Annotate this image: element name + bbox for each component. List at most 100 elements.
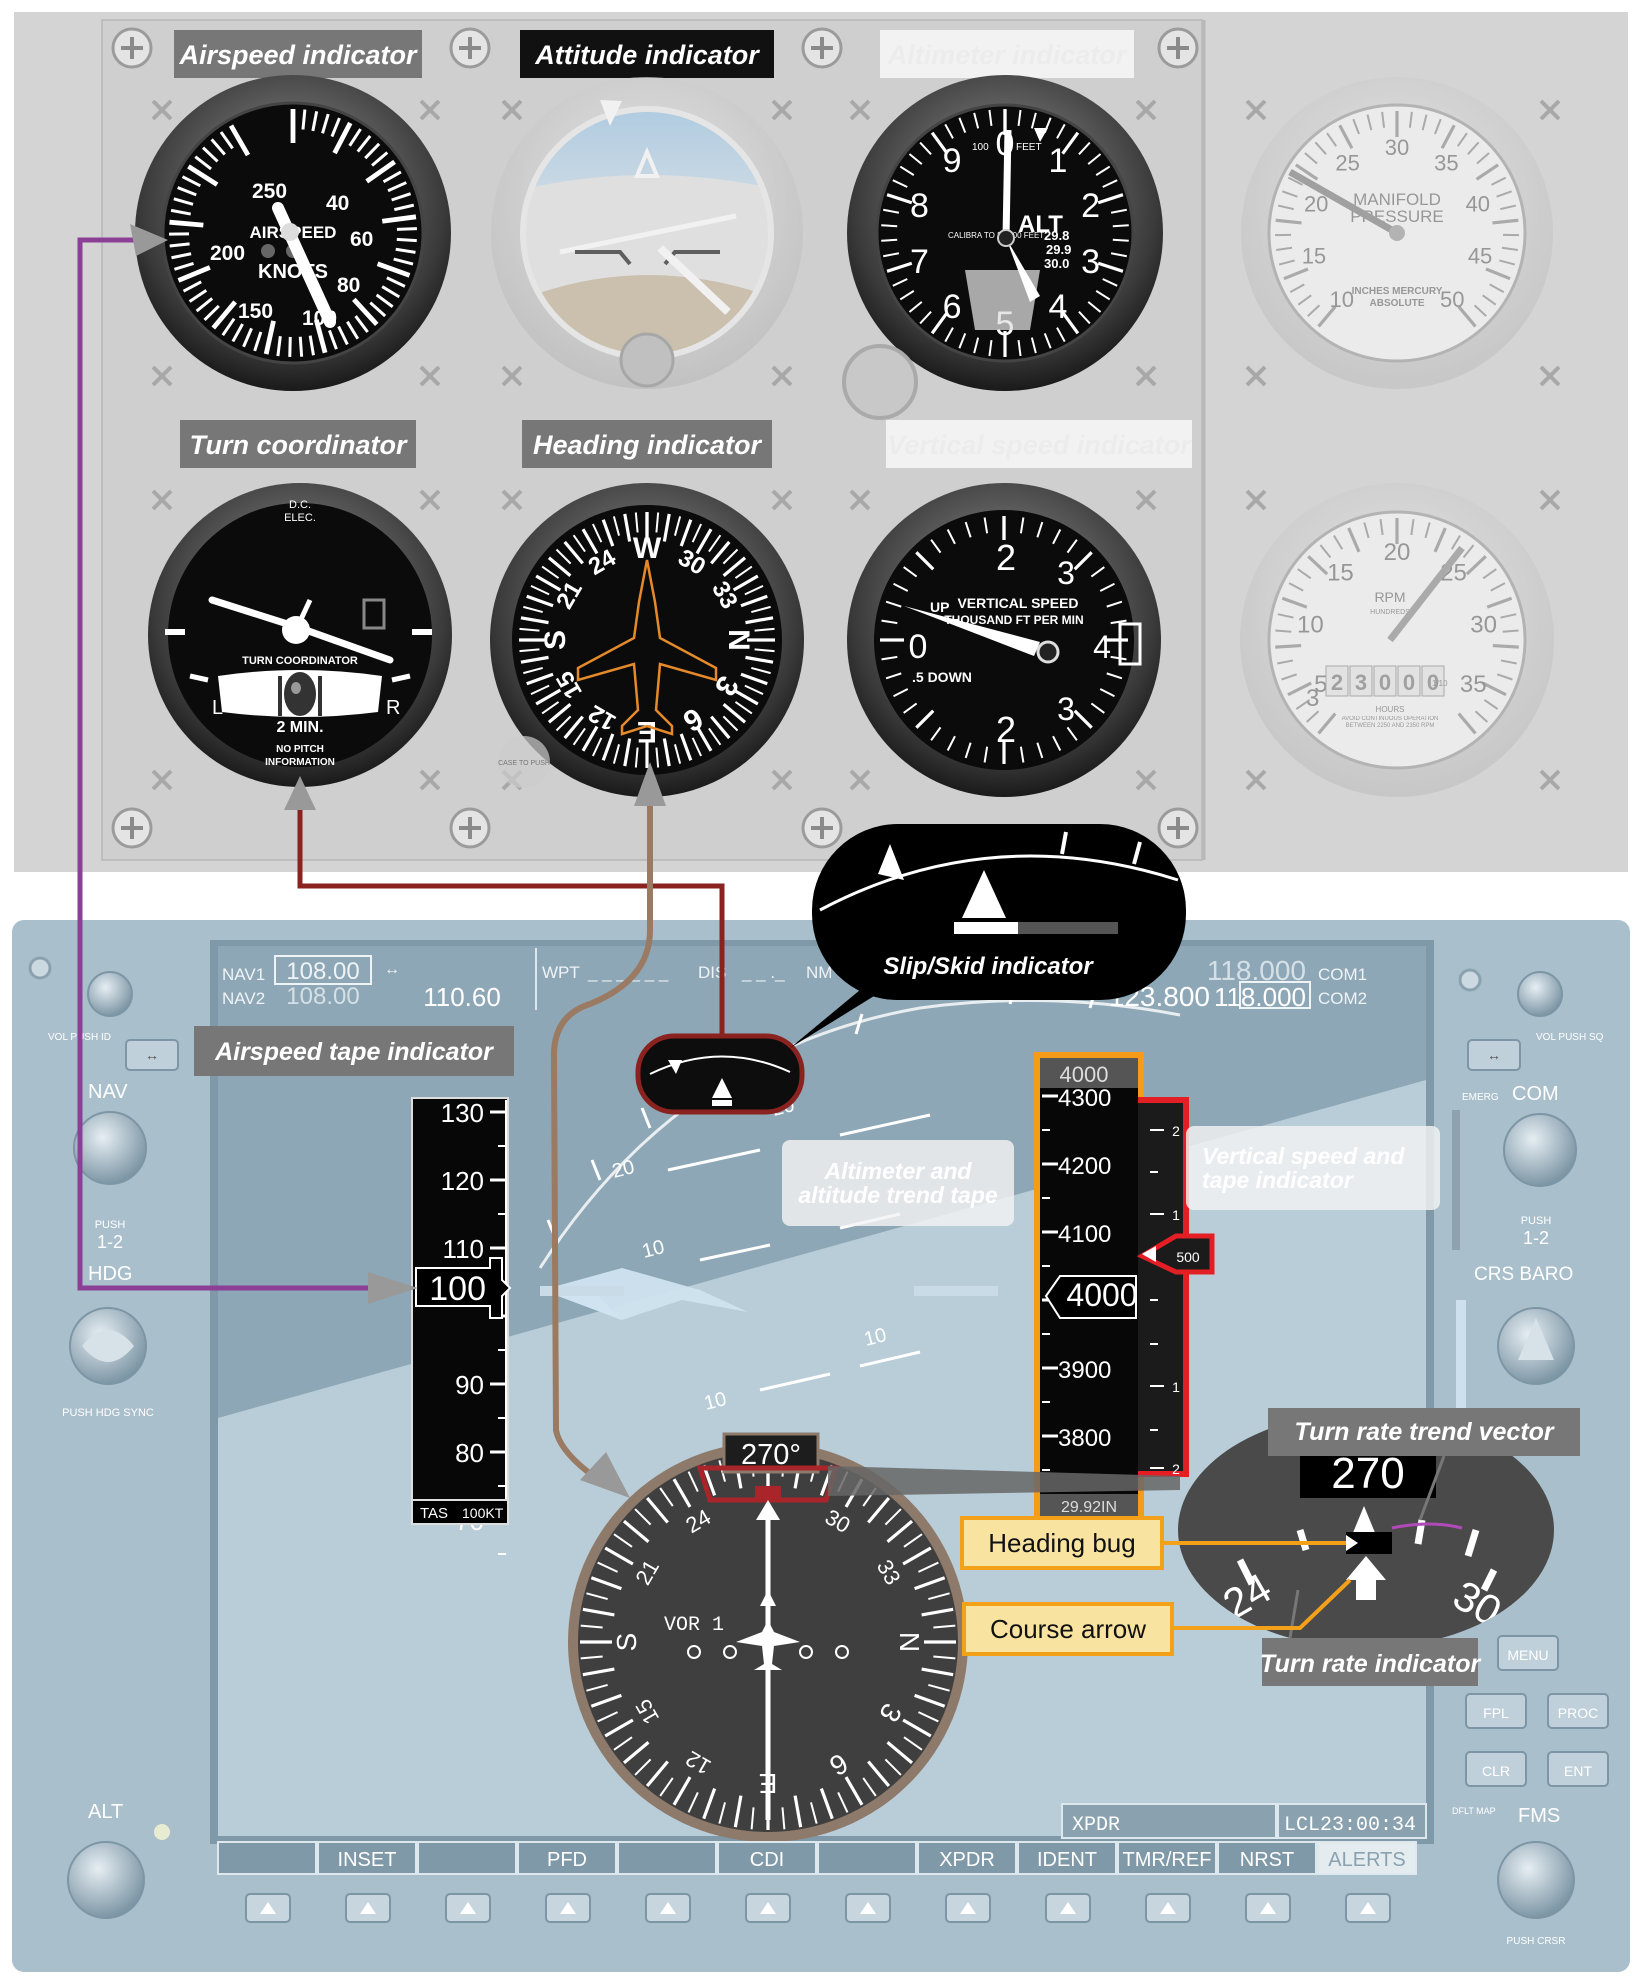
- altimeter-calibra: CALIBRA TO 20,000 FEET: [948, 231, 1044, 240]
- tc-dc: D.C.: [289, 499, 311, 511]
- vsi-2-up: 2: [996, 537, 1016, 578]
- push-hdg-sync: PUSH HDG SYNC: [62, 1407, 154, 1419]
- zoom-heading: 270: [1331, 1449, 1404, 1498]
- nav2-standby: 110.60: [423, 982, 501, 1012]
- asi-tick-40: 40: [326, 192, 349, 215]
- mp-number: 25: [1335, 151, 1359, 176]
- vol-knob-left[interactable]: [88, 972, 132, 1016]
- rpm-counter-digit: 3: [1355, 670, 1367, 695]
- turn-rate-trend-label: Turn rate trend vector: [1294, 1418, 1555, 1446]
- altitude-tape-value: 3900: [1058, 1357, 1111, 1384]
- tc-title: TURN COORDINATOR: [242, 655, 358, 667]
- alt-baro: 29.92IN: [1061, 1499, 1117, 1516]
- tick: [397, 239, 417, 240]
- mp-number: 15: [1302, 243, 1326, 268]
- nav1-label: NAV1: [222, 965, 265, 984]
- com2-active[interactable]: 118.000: [1214, 982, 1306, 1012]
- altimeter-feet: FEET: [1016, 142, 1042, 153]
- mp-units: INCHES MERCURY: [1352, 286, 1443, 297]
- altimeter-knob[interactable]: [844, 346, 916, 418]
- com-swap-arrow: ↔: [1487, 1047, 1501, 1063]
- nav-knob[interactable]: [74, 1112, 146, 1184]
- softkey-label-blank: [218, 1842, 316, 1874]
- tc-elec: ELEC.: [284, 512, 316, 524]
- alt-knob[interactable]: [68, 1842, 144, 1918]
- kollsman-298: 29.8: [1044, 228, 1069, 243]
- tick: [881, 225, 897, 226]
- altimeter-digit: 3: [1081, 243, 1100, 281]
- alt-label: ALT: [88, 1801, 123, 1823]
- softkey-label-blank: [818, 1842, 916, 1874]
- softkey-label-blank: [618, 1842, 716, 1874]
- rpm-number: 30: [1470, 612, 1497, 639]
- altimeter-hundred: 100: [972, 142, 989, 153]
- wpt-label: WPT: [542, 963, 580, 982]
- vol-push-sq: VOL PUSH SQ: [1536, 1032, 1604, 1043]
- tick: [290, 337, 291, 357]
- asi-knots-text: KNOTS: [258, 261, 328, 283]
- altimeter-digit: 4: [1048, 288, 1067, 326]
- rpm-counter-digit: 0: [1403, 670, 1415, 695]
- softkey-text: CDI: [750, 1849, 784, 1871]
- altitude-tape-value: 3800: [1058, 1425, 1111, 1452]
- mp-number: 50: [1440, 287, 1464, 312]
- softkey-text: NRST: [1240, 1849, 1294, 1871]
- tc-information: INFORMATION: [265, 757, 335, 768]
- turn-coordinator: D.C. ELEC. TURN COORDINATOR L R 2 MIN. N…: [148, 483, 452, 787]
- altimeter-digit: 7: [910, 243, 929, 281]
- softkey-text: XPDR: [939, 1849, 995, 1871]
- mp-number: 40: [1466, 192, 1490, 217]
- push-crsr: PUSH CRSR: [1507, 1936, 1566, 1947]
- heading-bug-label: Heading bug: [988, 1528, 1135, 1558]
- asi-tick-60: 60: [350, 228, 373, 251]
- tick: [170, 244, 190, 246]
- nav2-label: NAV2: [222, 989, 265, 1008]
- proc-label: PROC: [1558, 1705, 1598, 1721]
- tc-r: R: [386, 697, 400, 719]
- airspeed-indicator-label: Airspeed indicator: [178, 40, 418, 70]
- altimeter-digit: 1: [1048, 142, 1067, 180]
- fms-knob[interactable]: [1498, 1842, 1574, 1918]
- rpm-hundreds: HUNDREDS: [1370, 609, 1410, 616]
- mp-number: 10: [1329, 287, 1353, 312]
- airspeed-tape-value: 110: [443, 1234, 484, 1264]
- airspeed-tape-value: 120: [441, 1166, 484, 1196]
- com1-label: COM1: [1318, 965, 1367, 984]
- vsi-readout: 500: [1176, 1249, 1200, 1265]
- altitude-tape-value: 4300: [1058, 1085, 1111, 1112]
- rpm-counter-digit: 2: [1331, 670, 1343, 695]
- tas-value: 100KT: [462, 1505, 504, 1521]
- altimeter-trend-label: Altimeter and altitude trend tape: [782, 1140, 1014, 1226]
- rpm-counter-digit: 0: [1379, 670, 1391, 695]
- rpm-number: 10: [1297, 612, 1324, 639]
- softkey-text: PFD: [547, 1849, 587, 1871]
- kollsman-300: 30.0: [1044, 256, 1069, 271]
- softkey-text: IDENT: [1037, 1849, 1097, 1871]
- altimeter-digit: 2: [1081, 187, 1100, 225]
- com-knob[interactable]: [1504, 1114, 1576, 1186]
- mp-number: 45: [1468, 243, 1492, 268]
- altimeter-long-needle: [1006, 130, 1008, 238]
- nav-1-2: 1-2: [97, 1232, 123, 1252]
- attitude-indicator: [491, 77, 803, 390]
- dflt-map-label: DFLT MAP: [1452, 1806, 1496, 1816]
- vsi-3-up: 3: [1057, 555, 1075, 591]
- altimeter-digit: 9: [943, 142, 962, 180]
- vol-knob-right[interactable]: [1518, 972, 1562, 1016]
- course-arrow-label: Course arrow: [990, 1614, 1146, 1644]
- right-bezel-slot: [1452, 1110, 1460, 1250]
- tick: [1113, 240, 1129, 241]
- airspeed-indicator: 250 40 60 80 100 150 200 AIRSPEED KNOTS: [135, 75, 451, 391]
- mp-number: 30: [1385, 135, 1409, 160]
- dis-dashes: _ _ ._: [741, 963, 785, 982]
- tick: [1503, 631, 1519, 632]
- altimeter-digit: 6: [943, 288, 962, 326]
- alt-selected: 4000: [1060, 1062, 1109, 1087]
- tas-label: TAS: [420, 1505, 448, 1522]
- softkey-text: ALERTS: [1328, 1849, 1405, 1871]
- nav1-active[interactable]: 108.00: [286, 958, 359, 985]
- tick: [1275, 646, 1301, 648]
- vsi-3-down: 3: [1057, 691, 1075, 727]
- tick: [397, 229, 417, 230]
